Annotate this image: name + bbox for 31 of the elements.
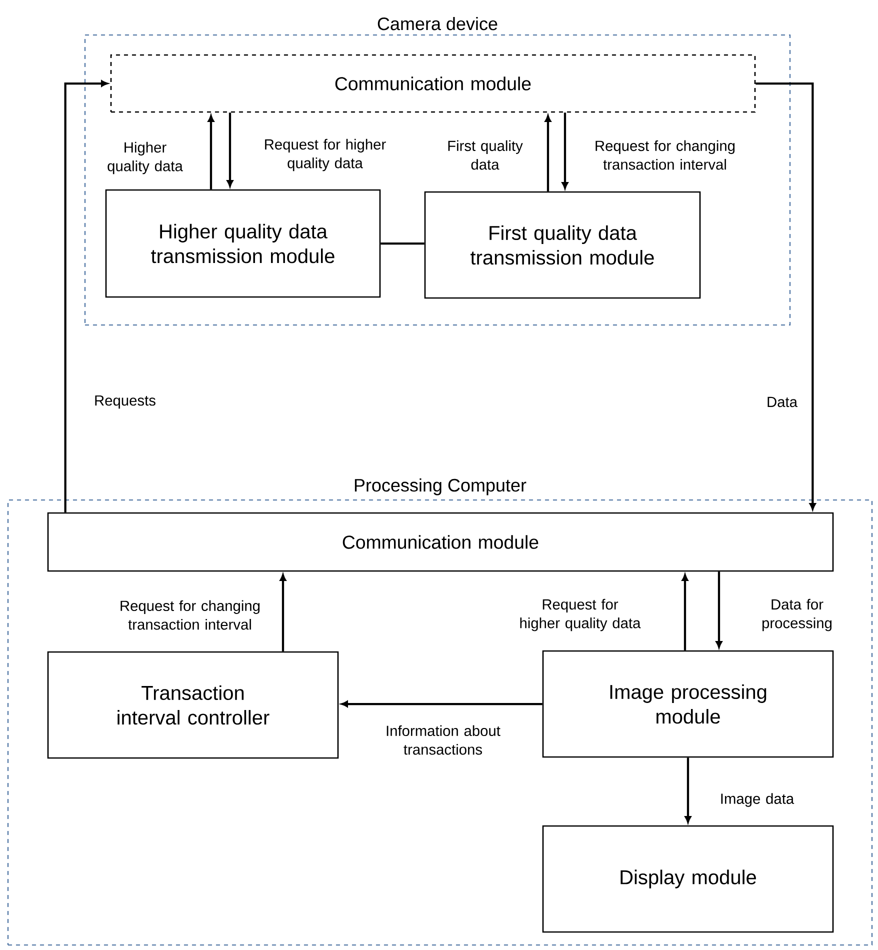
edge-label: Data for processing	[762, 598, 832, 632]
module-box: Communication module	[110, 54, 756, 113]
node-label: Camera device	[378, 16, 498, 30]
edge-label: Information about transactions	[386, 725, 500, 755]
edge-label: Higher quality data	[108, 142, 183, 174]
module-box: Transaction interval controller	[47, 651, 339, 759]
edge-label: First quality data	[448, 140, 523, 170]
edge-label: Data	[768, 396, 798, 408]
arrow	[544, 115, 552, 192]
module-box: Display module	[542, 825, 834, 933]
arrow	[716, 572, 722, 648]
node-label: Processing Computer	[354, 478, 526, 496]
arrow	[756, 82, 816, 510]
arrow	[682, 574, 688, 650]
module-box: First quality data transmission module	[424, 191, 701, 299]
module-box: Higher quality data transmission module	[105, 189, 381, 298]
arrow	[280, 574, 286, 652]
edge-label: Image data	[721, 793, 794, 807]
module-box: Communication module	[47, 512, 834, 572]
arrow	[562, 112, 568, 189]
module-box: Image processing module	[542, 650, 834, 758]
arrow	[341, 700, 542, 708]
edge-label: Request for changing transaction interval	[120, 600, 260, 630]
edge-label: Requests	[95, 395, 156, 409]
edge-label: Request for higher quality data	[265, 138, 386, 172]
edge-label: Request for higher quality data	[520, 598, 641, 632]
arrow	[684, 758, 692, 823]
arrow	[64, 80, 108, 512]
edge-label: Request for changing transaction interval	[596, 140, 735, 170]
arrow	[226, 112, 234, 187]
arrow	[208, 115, 214, 190]
